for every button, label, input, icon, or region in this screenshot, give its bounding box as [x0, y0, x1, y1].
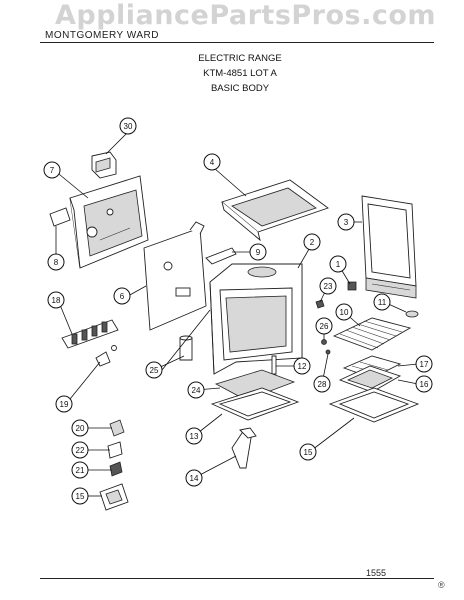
callout-3: 3 [337, 213, 355, 231]
svg-text:15: 15 [304, 448, 313, 457]
svg-text:10: 10 [340, 308, 349, 317]
watermark: AppliancePartsPros.com [55, 0, 437, 31]
callout-19: 18 [47, 291, 65, 309]
svg-text:9: 9 [256, 248, 261, 257]
callout-23: 22 [71, 441, 89, 459]
svg-text:18: 18 [52, 296, 61, 305]
callout-11: 11 [373, 293, 391, 311]
part-28-screw [325, 349, 331, 355]
callout-14: 14 [185, 469, 203, 487]
svg-text:22: 22 [76, 446, 85, 455]
part-12-rod [271, 355, 277, 375]
part-25-drawer-panel [214, 369, 296, 401]
callout-20: 19 [55, 395, 73, 413]
callout-16: 15 [71, 487, 89, 505]
callout-15: 15 [299, 443, 317, 461]
svg-text:23: 23 [324, 282, 333, 291]
part-23-clip [107, 441, 123, 459]
part-15-door-frame [328, 387, 420, 423]
page-number: 1555 [366, 568, 387, 578]
callout-17: 16 [415, 375, 433, 393]
part-22-clip [109, 461, 123, 477]
svg-text:15: 15 [76, 492, 85, 501]
svg-text:1: 1 [336, 260, 341, 269]
svg-text:24: 24 [192, 386, 201, 395]
svg-text:20: 20 [76, 424, 85, 433]
part-13-drawer-frame [210, 387, 300, 421]
part-16-receptacle [99, 483, 129, 511]
callout-29: 28 [313, 375, 331, 393]
part-19-terminal-block [61, 319, 119, 351]
svg-text:14: 14 [190, 474, 199, 483]
svg-text:3: 3 [344, 218, 349, 227]
svg-text:6: 6 [120, 292, 125, 301]
part-8-plate [49, 207, 71, 227]
callout-7: 7 [43, 161, 61, 179]
part-30-bracket [91, 151, 117, 179]
svg-text:8: 8 [54, 258, 59, 267]
footer-rule [40, 578, 434, 579]
callout-13: 13 [185, 427, 203, 445]
model-number: KTM-4851 LOT A [203, 68, 277, 79]
svg-text:26: 26 [320, 322, 329, 331]
part-21-clip [109, 419, 125, 437]
corner-mark: ® [438, 580, 445, 590]
part-14-bracket [231, 427, 257, 469]
callout-22: 21 [71, 461, 89, 479]
callout-10: 10 [335, 303, 353, 321]
part-17-broiler-pan [338, 365, 402, 393]
svg-text:2: 2 [310, 238, 315, 247]
callout-12: 12 [293, 357, 311, 375]
callout-21: 20 [71, 419, 89, 437]
part-3-side-panel [361, 195, 417, 299]
callout-8: 8 [47, 253, 65, 271]
callout-4: 4 [203, 153, 221, 171]
model-title: ELECTRIC RANGE [198, 53, 282, 64]
callout-2: 2 [303, 233, 321, 251]
callout-30: 30 [119, 117, 137, 135]
part-9-clip [205, 247, 237, 265]
svg-text:17: 17 [420, 360, 429, 369]
part-11-foot [405, 310, 419, 318]
svg-text:7: 7 [50, 166, 55, 175]
svg-text:13: 13 [190, 432, 199, 441]
callout-25: 24 [187, 381, 205, 399]
header-rule [40, 42, 434, 43]
svg-text:25: 25 [150, 366, 159, 375]
section-title: BASIC BODY [210, 83, 270, 94]
callout-9: 9 [249, 243, 267, 261]
callout-6: 6 [113, 287, 131, 305]
part-7-rear-panel [69, 175, 149, 269]
svg-text:16: 16 [420, 380, 429, 389]
callout-26: 25 [145, 361, 163, 379]
part-24-clip [315, 299, 325, 309]
callout-27: 26 [315, 317, 333, 335]
part-10-oven-rack [332, 317, 412, 351]
svg-text:11: 11 [378, 298, 387, 307]
part-4-top-panel [221, 179, 329, 242]
callout-1: 1 [329, 255, 347, 273]
brand-label: MONTGOMERY WARD [45, 30, 159, 41]
callout-24: 23 [319, 277, 337, 295]
svg-text:19: 19 [60, 400, 69, 409]
part-2-oven-body [209, 263, 303, 375]
svg-text:28: 28 [318, 380, 327, 389]
callout-18: 17 [415, 355, 433, 373]
svg-text:21: 21 [76, 466, 85, 475]
svg-text:12: 12 [298, 362, 307, 371]
part-6-side-panel [143, 221, 207, 331]
svg-text:30: 30 [124, 122, 133, 131]
part-27-screw [321, 339, 327, 345]
svg-text:4: 4 [210, 158, 215, 167]
